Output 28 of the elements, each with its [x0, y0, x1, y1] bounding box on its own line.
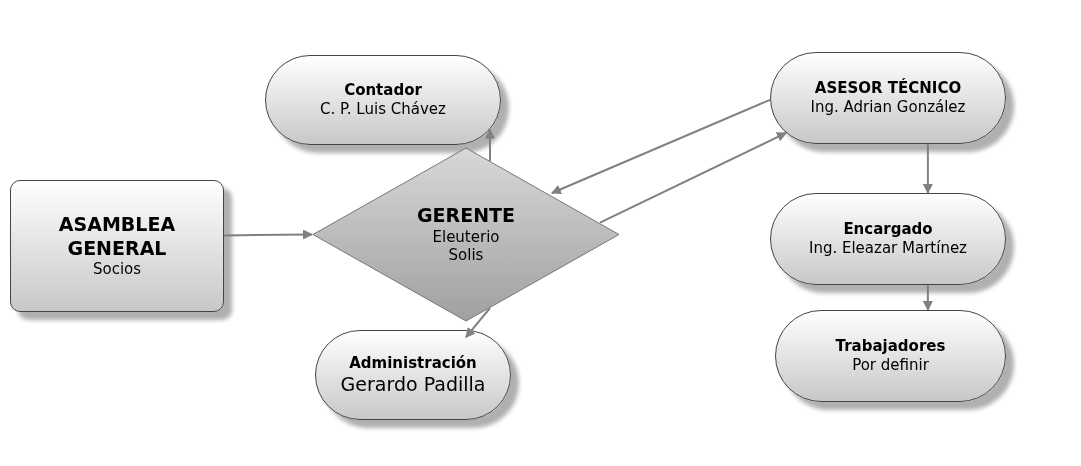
node-subtitle: C. P. Luis Chávez [320, 100, 446, 119]
process-box [10, 180, 224, 312]
arrow [922, 143, 933, 194]
arrow [599, 131, 788, 224]
node-title: ASESOR TÉCNICO [814, 79, 962, 98]
terminal-box [770, 52, 1006, 144]
node-subtitle: Ing. Adrian González [810, 98, 966, 117]
arrow [223, 229, 313, 240]
terminal-box [265, 55, 501, 145]
node-title: Trabajadores [835, 337, 946, 356]
terminal-box [315, 330, 511, 420]
terminal-box [775, 310, 1006, 402]
decision-diamond [312, 147, 620, 322]
node-title: GERENTE [417, 203, 515, 228]
node-title: ASAMBLEA GENERAL [57, 212, 177, 261]
node-subtitle: Eleuterio Solis [431, 227, 501, 266]
arrow [484, 128, 495, 162]
node-title: Contador [344, 81, 422, 100]
arrow [464, 307, 491, 339]
terminal-box [770, 193, 1006, 285]
node-subtitle: Gerardo Padilla [340, 372, 486, 397]
arrow [550, 98, 771, 195]
arrow [922, 284, 933, 311]
node-title: Administración [349, 353, 477, 373]
node-title: Encargado [843, 220, 933, 239]
node-subtitle: Socios [92, 260, 142, 280]
node-subtitle: Ing. Eleazar Martínez [809, 239, 967, 258]
node-subtitle: Por definir [852, 356, 929, 375]
